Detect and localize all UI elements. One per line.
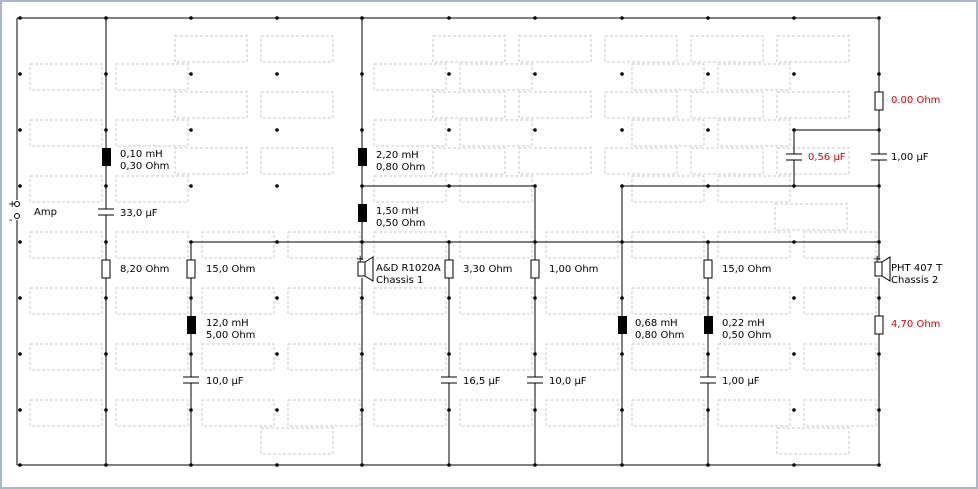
capacitor-10uf-middle-label: 10,0 µF	[549, 376, 587, 387]
empty-slot-grid	[29, 35, 877, 455]
amp-label: Amp	[34, 207, 57, 218]
capacitor-10uf-left-label: 10,0 µF	[206, 376, 244, 387]
speaker-1-polarity: +	[356, 254, 364, 265]
capacitor-10uf-middle[interactable]: 10,0 µF	[527, 376, 587, 387]
resistor-15-ohm-left-label: 15,0 Ohm	[206, 264, 255, 275]
inductor-0-10mh-resistance: 0,30 Ohm	[120, 161, 169, 172]
capacitor-1uf-bottom[interactable]: 1,00 µF	[700, 376, 760, 387]
inductor-2-20mh[interactable]: 2,20 mH 0,80 Ohm	[358, 148, 425, 173]
amp-source[interactable]: + - Amp	[8, 199, 57, 226]
inductor-2-20mh-resistance: 0,80 Ohm	[376, 162, 425, 173]
inductor-0-22mh[interactable]: 0,22 mH 0,50 Ohm	[704, 316, 771, 341]
inductor-12mh-value: 12,0 mH	[206, 318, 249, 329]
inductor-12mh-resistance: 5,00 Ohm	[206, 330, 255, 341]
speaker-2-chassis: Chassis 2	[891, 275, 938, 286]
resistor-8-20-ohm-label: 8,20 Ohm	[120, 264, 169, 275]
resistor-1-00-ohm-label: 1,00 Ohm	[549, 264, 598, 275]
resistor-15-ohm-right-label: 15,0 Ohm	[722, 264, 771, 275]
speaker-2-polarity: +	[873, 254, 881, 265]
inductor-12mh[interactable]: 12,0 mH 5,00 Ohm	[187, 316, 255, 341]
amp-minus-sign: -	[9, 215, 13, 226]
resistor-15-ohm-left[interactable]: 15,0 Ohm	[186, 259, 255, 279]
speaker-1-chassis: Chassis 1	[376, 275, 423, 286]
capacitor-1uf-top-label: 1,00 µF	[891, 152, 929, 163]
resistor-8-20-ohm[interactable]: 8,20 Ohm	[101, 259, 169, 279]
inductor-1-50mh-value: 1,50 mH	[376, 206, 419, 217]
capacitor-33uf[interactable]: 33,0 µF	[98, 208, 158, 219]
resistor-3-30-ohm-label: 3,30 Ohm	[463, 264, 512, 275]
capacitor-0-56uf-label: 0,56 µF	[808, 152, 846, 163]
inductor-1-50mh[interactable]: 1,50 mH 0,50 Ohm	[358, 204, 425, 229]
inductor-0-68mh[interactable]: 0,68 mH 0,80 Ohm	[618, 316, 684, 341]
resistor-0-ohm[interactable]: 0.00 Ohm	[874, 91, 940, 111]
resistor-4-70-ohm-label: 4,70 Ohm	[891, 319, 940, 330]
resistor-3-30-ohm[interactable]: 3,30 Ohm	[444, 259, 512, 279]
capacitor-1uf-bottom-label: 1,00 µF	[722, 376, 760, 387]
capacitor-10uf-left[interactable]: 10,0 µF	[183, 376, 244, 387]
capacitor-16-5uf-label: 16,5 µF	[463, 376, 501, 387]
capacitor-1uf-top[interactable]: 1,00 µF	[871, 152, 929, 163]
capacitor-33uf-label: 33,0 µF	[120, 208, 158, 219]
inductor-2-20mh-value: 2,20 mH	[376, 150, 419, 161]
resistor-4-70-ohm[interactable]: 4,70 Ohm	[874, 315, 940, 335]
speaker-chassis-1[interactable]: + A&D R1020A Chassis 1	[356, 254, 441, 286]
resistor-15-ohm-right[interactable]: 15,0 Ohm	[703, 259, 771, 279]
speaker-chassis-2[interactable]: + PHT 407 T Chassis 2	[873, 254, 943, 286]
inductor-0-68mh-resistance: 0,80 Ohm	[635, 330, 684, 341]
amp-plus-sign: +	[8, 199, 16, 210]
junction-dots	[18, 16, 881, 467]
inductor-0-22mh-value: 0,22 mH	[722, 318, 765, 329]
resistor-1-00-ohm[interactable]: 1,00 Ohm	[530, 259, 598, 279]
inductor-0-10mh[interactable]: 0,10 mH 0,30 Ohm	[102, 148, 169, 172]
inductor-0-22mh-resistance: 0,50 Ohm	[722, 330, 771, 341]
inductor-0-68mh-value: 0,68 mH	[635, 318, 678, 329]
capacitor-0-56uf[interactable]: 0,56 µF	[786, 152, 846, 163]
resistor-0-ohm-label: 0.00 Ohm	[891, 95, 940, 106]
inductor-1-50mh-resistance: 0,50 Ohm	[376, 218, 425, 229]
inductor-0-10mh-value: 0,10 mH	[120, 149, 163, 160]
speaker-1-name: A&D R1020A	[376, 263, 441, 274]
speaker-2-name: PHT 407 T	[891, 263, 943, 274]
capacitor-16-5uf[interactable]: 16,5 µF	[441, 376, 501, 387]
